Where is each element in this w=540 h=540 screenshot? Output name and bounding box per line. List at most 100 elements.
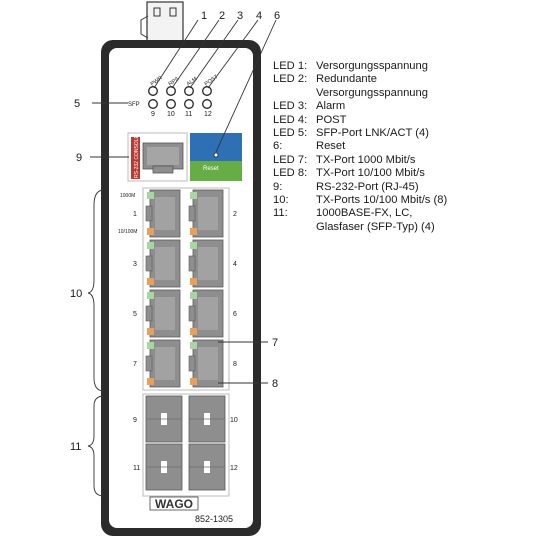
rj45-port bbox=[145, 289, 181, 338]
rj45-port bbox=[145, 189, 181, 238]
led-1000-indicator bbox=[147, 292, 154, 299]
led-1000-indicator bbox=[190, 192, 197, 199]
legend-desc: TX-Ports 10/100 Mbit/s (8) bbox=[316, 194, 448, 207]
led-rps bbox=[166, 86, 176, 96]
led-1000-indicator bbox=[190, 342, 197, 349]
bracket-11 bbox=[87, 395, 105, 497]
callout-7: 7 bbox=[272, 337, 278, 349]
legend-row: LED 7: TX-Port 1000 Mbit/s bbox=[273, 154, 535, 167]
legend-code: LED 5: bbox=[273, 127, 308, 140]
reset-label: Reset bbox=[203, 166, 219, 172]
led-10100-label: 10/100M bbox=[118, 229, 137, 235]
led-sfp-10 bbox=[166, 99, 176, 109]
callout-6: 6 bbox=[274, 10, 280, 22]
sfp-port-number: 12 bbox=[230, 465, 238, 472]
legend-row: Versorgungsspannung bbox=[273, 87, 535, 100]
led-10100-indicator bbox=[190, 228, 197, 235]
legend-row: LED 3: Alarm bbox=[273, 100, 535, 113]
legend-desc: TX-Port 10/100 Mbit/s bbox=[316, 167, 425, 180]
legend-code: 9: bbox=[273, 180, 283, 193]
led-post bbox=[202, 86, 212, 96]
legend-code: LED 7: bbox=[273, 153, 308, 166]
rj45-port bbox=[188, 189, 224, 238]
led-pwr bbox=[148, 86, 158, 96]
legend-desc: 1000BASE-FX, LC, bbox=[316, 207, 413, 220]
rj45-port-number: 7 bbox=[133, 361, 137, 368]
sfp-port bbox=[145, 443, 183, 491]
bracket-10 bbox=[87, 189, 105, 392]
legend-desc: TX-Port 1000 Mbit/s bbox=[316, 153, 416, 166]
leader-3 bbox=[189, 19, 239, 89]
sfp-port bbox=[145, 395, 183, 443]
rj45-port bbox=[188, 289, 224, 338]
callout-4: 4 bbox=[256, 10, 262, 22]
model-number: 852-1305 bbox=[195, 514, 233, 524]
leader-4 bbox=[207, 19, 259, 89]
legend-desc: Alarm bbox=[316, 100, 346, 113]
led-label-rps: RPS bbox=[168, 76, 181, 88]
callout-8: 8 bbox=[272, 378, 278, 390]
led-panel: PWR RPS ALM POST SFP 9 10 11 12 bbox=[128, 74, 220, 118]
legend-desc: Versorgungsspannung bbox=[316, 86, 428, 99]
sfp-led-number-10: 10 bbox=[167, 111, 175, 118]
led-sfp-11 bbox=[184, 99, 194, 109]
led-alm bbox=[184, 86, 194, 96]
reset-button bbox=[213, 152, 219, 158]
legend-desc: Redundante bbox=[316, 73, 377, 86]
rj45-port bbox=[188, 239, 224, 288]
legend-row: 11: 1000BASE-FX, LC, bbox=[273, 207, 535, 220]
legend-code: 10: bbox=[273, 194, 289, 207]
legend-code: 11: bbox=[273, 207, 288, 220]
sfp-port bbox=[188, 395, 226, 443]
legend-code: LED 4: bbox=[273, 113, 308, 126]
led-10100-indicator bbox=[147, 228, 154, 235]
rj45-port-number: 1 bbox=[133, 211, 137, 218]
leader-1 bbox=[153, 19, 199, 89]
sfp-led-number-12: 12 bbox=[204, 111, 212, 118]
leader-6 bbox=[215, 19, 277, 153]
led-1000-indicator bbox=[147, 242, 154, 249]
rj45-port-number: 4 bbox=[233, 261, 237, 268]
led-1000-label: 1000M bbox=[120, 193, 135, 199]
led-10100-indicator bbox=[190, 278, 197, 285]
rj45-port-number: 2 bbox=[233, 211, 237, 218]
led-label-alm: ALM bbox=[186, 76, 199, 88]
rs232-label: RS-232 CONSOLE bbox=[134, 135, 140, 178]
callouts bbox=[87, 19, 277, 497]
led-10100-indicator bbox=[147, 328, 154, 335]
wago-logo: WAGO bbox=[149, 496, 199, 511]
brand-text: WAGO bbox=[155, 497, 193, 511]
leader-2 bbox=[171, 19, 220, 89]
legend-code: LED 3: bbox=[273, 100, 308, 113]
rj45-port-number: 6 bbox=[233, 311, 237, 318]
rj45-port-number: 5 bbox=[133, 311, 137, 318]
legend-desc: POST bbox=[316, 113, 347, 126]
rs232-console-port: RS-232 CONSOLE bbox=[127, 132, 188, 182]
led-10100-indicator bbox=[190, 378, 197, 385]
rj45-port-number: 3 bbox=[133, 261, 137, 268]
legend-row: 6:Reset bbox=[273, 140, 535, 153]
legend-desc: RS-232-Port (RJ-45) bbox=[316, 180, 419, 193]
led-10100-indicator bbox=[190, 328, 197, 335]
callout-1: 1 bbox=[201, 10, 207, 22]
legend-row: LED 1:Versorgungsspannung bbox=[273, 60, 535, 73]
rj45-port bbox=[145, 339, 181, 388]
legend-code: LED 8: bbox=[273, 167, 308, 180]
sfp-led-number-9: 9 bbox=[151, 111, 155, 118]
led-10100-indicator bbox=[147, 278, 154, 285]
reset-panel: Reset bbox=[190, 133, 242, 181]
legend-code: LED 1: bbox=[273, 60, 308, 72]
callout-3: 3 bbox=[237, 10, 243, 22]
legend-row: LED 8: TX-Port 10/100 Mbit/s bbox=[273, 167, 535, 180]
callout-5: 5 bbox=[74, 98, 80, 110]
led-1000-indicator bbox=[190, 292, 197, 299]
sfp-port bbox=[188, 443, 226, 491]
led-10100-indicator bbox=[147, 378, 154, 385]
legend-code bbox=[273, 87, 316, 100]
legend-row: Glasfaser (SFP-Typ) (4) bbox=[273, 221, 535, 234]
legend-row: 10: TX-Ports 10/100 Mbit/s (8) bbox=[273, 194, 535, 207]
callout-9: 9 bbox=[76, 152, 82, 164]
